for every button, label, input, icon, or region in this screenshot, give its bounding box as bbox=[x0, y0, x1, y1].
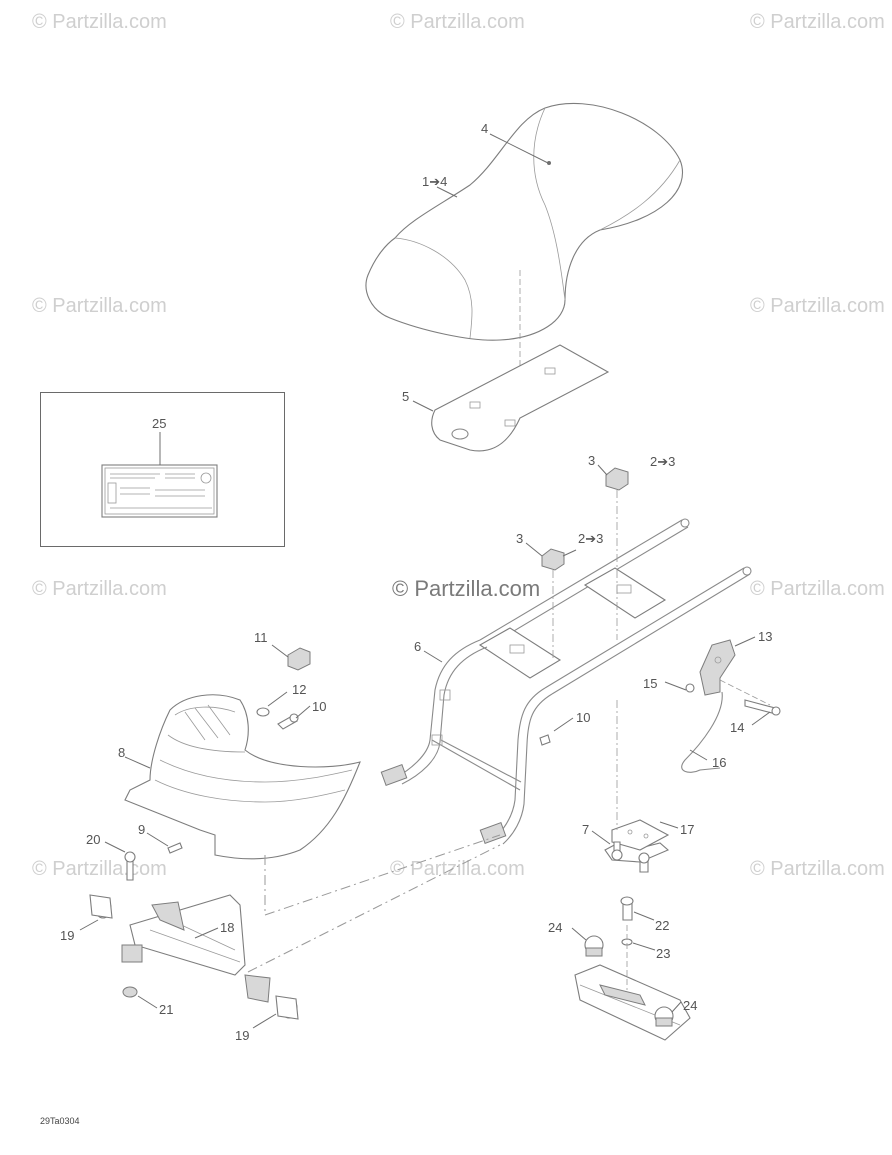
drawing-code: 29Ta0304 bbox=[40, 1116, 80, 1126]
watermark: © Partzilla.com bbox=[390, 858, 525, 880]
watermark: © Partzilla.com bbox=[32, 578, 167, 600]
seat-frame bbox=[380, 518, 752, 845]
callout-label: 13 bbox=[758, 629, 772, 644]
watermark: © Partzilla.com bbox=[750, 858, 885, 880]
callout-label: 19 bbox=[60, 928, 74, 943]
callout-label: 11 bbox=[254, 630, 268, 645]
callout-label: 24 bbox=[548, 920, 562, 935]
label-decal bbox=[101, 432, 218, 518]
leader-lines bbox=[79, 133, 771, 1029]
hinge-assembly bbox=[604, 639, 781, 873]
watermark: © Partzilla.com bbox=[750, 11, 885, 33]
shroud-hardware bbox=[167, 647, 551, 854]
callout-label: 23 bbox=[656, 946, 670, 961]
rear-bracket bbox=[574, 896, 691, 1041]
hinge-rail bbox=[89, 844, 501, 1020]
callout-label: 3 bbox=[588, 453, 595, 468]
watermark: © Partzilla.com bbox=[392, 576, 540, 601]
seat-base-plate bbox=[431, 344, 610, 452]
callout-label: 20 bbox=[86, 832, 100, 847]
callout-label: 19 bbox=[235, 1028, 249, 1043]
callout-label: 7 bbox=[582, 822, 589, 837]
watermark: © Partzilla.com bbox=[32, 295, 167, 317]
callout-label: 18 bbox=[220, 920, 234, 935]
watermark: © Partzilla.com bbox=[750, 578, 885, 600]
rubber-bumpers bbox=[541, 467, 629, 660]
callout-label: 1➔4 bbox=[422, 174, 447, 189]
callout-label: 22 bbox=[655, 918, 669, 933]
callout-label: 10 bbox=[312, 699, 326, 714]
callout-label: 25 bbox=[152, 416, 166, 431]
watermarks: © Partzilla.com © Partzilla.com © Partzi… bbox=[32, 11, 885, 880]
callout-label: 5 bbox=[402, 389, 409, 404]
callout-label: 17 bbox=[680, 822, 694, 837]
callout-label: 9 bbox=[138, 822, 145, 837]
label-inset-box bbox=[40, 392, 285, 547]
callout-label: 4 bbox=[481, 121, 488, 136]
watermark: © Partzilla.com bbox=[32, 858, 167, 880]
callout-label: 16 bbox=[712, 755, 726, 770]
callout-label: 24 bbox=[683, 998, 697, 1013]
watermark: © Partzilla.com bbox=[32, 11, 167, 33]
callout-label: 21 bbox=[159, 1002, 173, 1017]
watermark: © Partzilla.com bbox=[390, 11, 525, 33]
rear-shroud bbox=[124, 694, 501, 916]
callout-label: 14 bbox=[730, 720, 744, 735]
callout-label: 2➔3 bbox=[578, 531, 603, 546]
callout-label: 10 bbox=[576, 710, 590, 725]
callouts: 4 1➔4 5 25 3 2➔3 3 2➔3 6 11 12 10 10 13 … bbox=[60, 121, 772, 1043]
callout-label: 12 bbox=[292, 682, 306, 697]
callout-label: 6 bbox=[414, 639, 421, 654]
watermark: © Partzilla.com bbox=[750, 295, 885, 317]
callout-label: 8 bbox=[118, 745, 125, 760]
callout-label: 2➔3 bbox=[650, 454, 675, 469]
callout-label: 3 bbox=[516, 531, 523, 546]
callout-label: 15 bbox=[643, 676, 657, 691]
seat-part bbox=[365, 103, 683, 390]
